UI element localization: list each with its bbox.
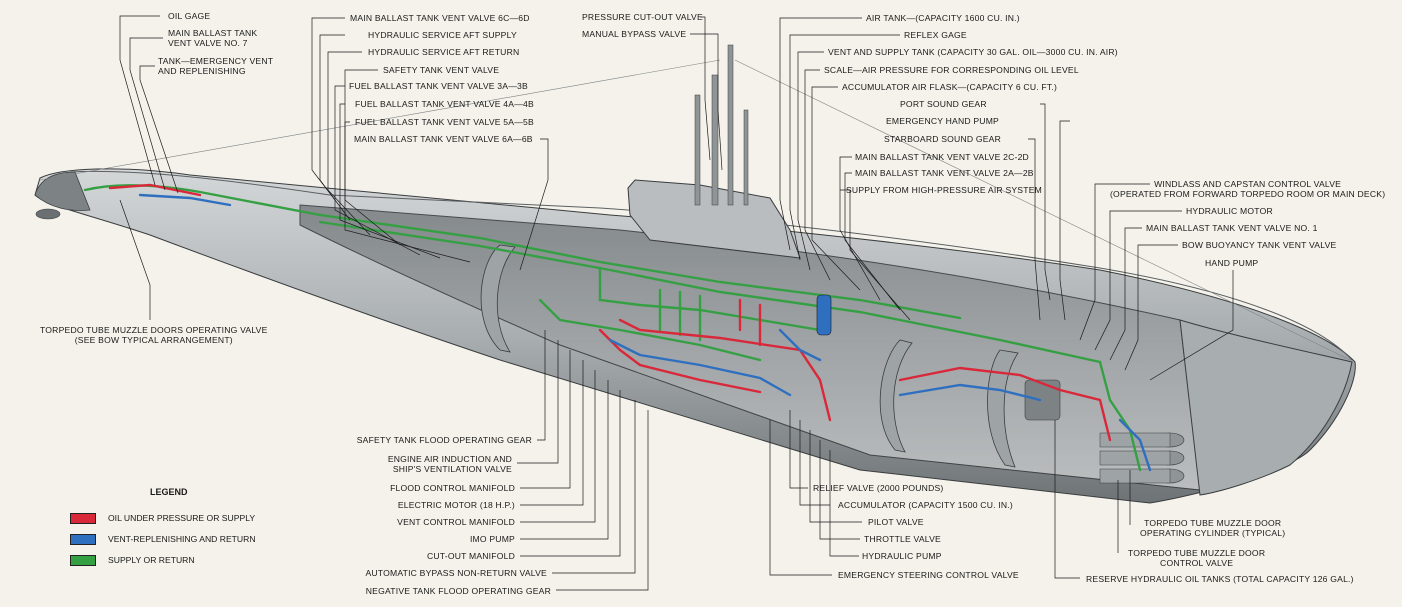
label-engine-air: ENGINE AIR INDUCTION AND SHIP'S VENTILAT… (387, 454, 512, 474)
label-relief-valve: RELIEF VALVE (2000 POUNDS) (813, 483, 944, 493)
label-safety-vent: SAFETY TANK VENT VALVE (383, 65, 500, 75)
label-hyd-pump: HYDRAULIC PUMP (862, 551, 942, 561)
label-fuel-4a4b: FUEL BALLAST TANK VENT VALVE 4A—4B (355, 99, 534, 109)
vent-pipe (778, 328, 822, 362)
label-torpedo-muzzle-op: TORPEDO TUBE MUZZLE DOORS OPERATING VALV… (40, 325, 268, 345)
vent-pipe (898, 383, 1042, 402)
legend-label-vent: VENT-REPLENISHING AND RETURN (108, 534, 256, 544)
label-supply-hp-air: SUPPLY FROM HIGH-PRESSURE AIR SYSTEM (846, 185, 1042, 195)
label-auto-bypass: AUTOMATIC BYPASS NON-RETURN VALVE (365, 568, 547, 578)
label-fuel-3a3b: FUEL BALLAST TANK VENT VALVE 3A—3B (349, 81, 528, 91)
label-starboard-sound: STARBOARD SOUND GEAR (884, 134, 1002, 144)
label-cutout-manifold: CUT-OUT MANIFOLD (426, 551, 515, 561)
label-fuel-5a5b: FUEL BALLAST TANK VENT VALVE 5A—5B (355, 117, 534, 127)
label-mbt-6a6b: MAIN BALLAST TANK VENT VALVE 6A—6B (354, 134, 533, 144)
legend-label-supply: SUPPLY OR RETURN (108, 555, 195, 565)
supply-pipe (1098, 360, 1142, 472)
label-mbt-vent-7: MAIN BALLAST TANK VENT VALVE NO. 7 (168, 28, 258, 48)
legend-swatch-oil (70, 512, 96, 524)
oil-pipe (108, 183, 202, 197)
label-mbt-1: MAIN BALLAST TANK VENT VALVE NO. 1 (1146, 223, 1318, 233)
legend-swatch-supply (70, 554, 96, 566)
label-reflex-gage: REFLEX GAGE (904, 30, 967, 40)
label-windlass: WINDLASS AND CAPSTAN CONTROL VALVE (OPER… (1110, 179, 1386, 199)
accumulator-cylinder (816, 294, 832, 336)
label-air-tank: AIR TANK—(CAPACITY 1600 CU. IN.) (866, 13, 1020, 23)
label-bow-buoyancy: BOW BUOYANCY TANK VENT VALVE (1182, 240, 1337, 250)
label-electric-motor: ELECTRIC MOTOR (18 H.P.) (397, 500, 515, 510)
legend-label-oil: OIL UNDER PRESSURE OR SUPPLY (108, 513, 256, 523)
vent-pipe (608, 338, 792, 397)
label-hyd-motor: HYDRAULIC MOTOR (1186, 206, 1273, 216)
oil-pipe (598, 328, 762, 394)
label-pressure-cutout: PRESSURE CUT-OUT VALVE (582, 12, 703, 22)
supply-pipe (83, 184, 962, 320)
label-flood-control: FLOOD CONTROL MANIFOLD (390, 483, 515, 493)
label-vent-supply-tank: VENT AND SUPPLY TANK (CAPACITY 30 GAL. O… (828, 47, 1118, 57)
hydraulic-piping (83, 183, 1152, 472)
legend-item-oil: OIL UNDER PRESSURE OR SUPPLY (70, 512, 255, 524)
label-hand-pump: HAND PUMP (1205, 258, 1259, 268)
supply-pipe (658, 288, 702, 342)
oil-pipe (738, 298, 762, 347)
label-muzzle-cylinder: TORPEDO TUBE MUZZLE DOOR OPERATING CYLIN… (1140, 518, 1286, 538)
label-mbt-6c6d: MAIN BALLAST TANK VENT VALVE 6C—6D (350, 13, 530, 23)
label-accumulator: ACCUMULATOR (CAPACITY 1500 CU. IN.) (838, 500, 1013, 510)
oil-pipe (898, 366, 1112, 442)
label-muzzle-control: TORPEDO TUBE MUZZLE DOOR CONTROL VALVE (1128, 548, 1266, 568)
label-accumulator-flask: ACCUMULATOR AIR FLASK—(CAPACITY 6 CU. FT… (842, 82, 1058, 92)
label-reserve-tanks: RESERVE HYDRAULIC OIL TANKS (TOTAL CAPAC… (1086, 574, 1354, 584)
label-hyd-aft-supply: HYDRAULIC SERVICE AFT SUPPLY (368, 30, 517, 40)
label-vent-control: VENT CONTROL MANIFOLD (397, 517, 515, 527)
label-throttle-valve: THROTTLE VALVE (864, 534, 941, 544)
label-safety-flood: SAFETY TANK FLOOD OPERATING GEAR (356, 435, 532, 445)
torpedo-tubes (1024, 379, 1185, 484)
label-negative-tank: NEGATIVE TANK FLOOD OPERATING GEAR (365, 586, 551, 596)
label-mbt-2c2d: MAIN BALLAST TANK VENT VALVE 2C-2D (855, 152, 1029, 162)
label-scale-air: SCALE—AIR PRESSURE FOR CORRESPONDING OIL… (824, 65, 1079, 75)
label-manual-bypass: MANUAL BYPASS VALVE (582, 29, 687, 39)
legend-swatch-vent (70, 533, 96, 545)
label-port-sound: PORT SOUND GEAR (900, 99, 987, 109)
label-imo-pump: IMO PUMP (469, 534, 515, 544)
label-emergency-hand-pump: EMERGENCY HAND PUMP (886, 116, 999, 126)
supply-pipe (538, 298, 762, 362)
legend-item-vent: VENT-REPLENISHING AND RETURN (70, 533, 256, 545)
label-emergency-steering: EMERGENCY STEERING CONTROL VALVE (838, 570, 1019, 580)
label-oil-gage: OIL GAGE (168, 11, 211, 21)
leader-lines (119, 15, 1234, 591)
legend-item-supply: SUPPLY OR RETURN (70, 554, 195, 566)
legend-title: LEGEND (150, 487, 188, 497)
supply-pipe (598, 266, 822, 332)
label-tank-emergency-vent: TANK—EMERGENCY VENT AND REPLENISHING (158, 56, 274, 76)
label-pilot-valve: PILOT VALVE (868, 517, 924, 527)
conning-tower (39, 44, 1351, 361)
vent-pipe (1118, 418, 1152, 472)
label-mbt-2a2b: MAIN BALLAST TANK VENT VALVE 2A—2B (855, 168, 1034, 178)
vent-pipe (138, 193, 232, 207)
supply-pipe (318, 220, 1102, 364)
label-hyd-aft-return: HYDRAULIC SERVICE AFT RETURN (368, 47, 520, 57)
